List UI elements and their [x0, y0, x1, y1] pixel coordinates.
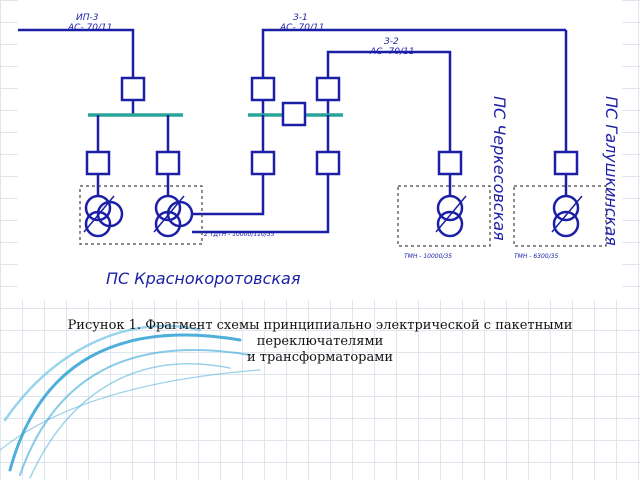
label-cherkesovskaya-transformer: ТМН - 10000/35: [404, 253, 452, 260]
section-switch-box: [281, 101, 307, 127]
switch-box: [120, 76, 146, 102]
swirl-stroke: [19, 349, 251, 476]
label-z2-name: З-2: [384, 37, 399, 47]
line-ip3: [18, 28, 135, 78]
substation-box-galushkinskaya: [513, 185, 607, 247]
swirl-stroke: [8, 333, 242, 472]
switch-box: [85, 150, 111, 176]
transformer-winding: [552, 194, 580, 222]
switch-box: [315, 150, 341, 176]
tap-arrow: [551, 195, 583, 233]
label-substation-main: ПС Краснокоротовская: [106, 269, 301, 288]
tap-arrow: [435, 195, 467, 233]
line-z1: [261, 28, 566, 78]
substation-box-main: [79, 185, 203, 245]
swirl-stroke: [0, 369, 261, 451]
figure-caption: Рисунок 1. Фрагмент схемы принципиально …: [6, 318, 634, 366]
label-z1-cable: АС- 70/11: [279, 23, 325, 33]
tap-arrow: [153, 195, 185, 233]
transformer-winding: [436, 194, 464, 222]
switch-box: [250, 76, 276, 102]
wire: [192, 174, 330, 234]
line-z2: [326, 50, 452, 152]
switch-box: [250, 150, 276, 176]
switch-box: [553, 150, 579, 176]
label-ip3-cable: АС- 70/11: [67, 23, 113, 33]
transformer-winding: [436, 210, 464, 238]
label-substation-galushkinskaya: ПС Галушкинская: [602, 96, 621, 246]
decorative-swirl: [0, 324, 261, 479]
swirl-stroke: [29, 363, 231, 479]
transformer-winding: [96, 200, 124, 228]
transformer-winding: [154, 194, 182, 222]
label-substation-cherkesovskaya: ПС Черкесовская: [490, 96, 509, 241]
electrical-scheme: ИП-3 АС- 70/11 З-1 АС- 70/11 З-2 АС- 70/…: [18, 13, 621, 288]
label-main-transformer: 2 ТДТН - 10000/110/35: [204, 231, 275, 238]
label-z2-cable: АС- 70/11: [369, 47, 415, 57]
swirl-stroke: [3, 324, 202, 422]
wire: [192, 174, 265, 216]
switch-box: [315, 76, 341, 102]
switch-box: [155, 150, 181, 176]
substation-box-cherkesovskaya: [397, 185, 491, 247]
label-z1-name: З-1: [293, 13, 308, 23]
label-galushkinskaya-transformer: ТМН - 6300/35: [514, 253, 558, 260]
caption-line-1: Рисунок 1. Фрагмент схемы принципиально …: [67, 318, 573, 349]
tap-arrow: [83, 195, 115, 233]
switch-box: [437, 150, 463, 176]
label-ip3-name: ИП-3: [76, 13, 99, 23]
transformer-winding: [84, 194, 112, 222]
caption-line-2: и трансформаторами: [246, 350, 394, 365]
scheme-panel: ИП-3 АС- 70/11 З-1 АС- 70/11 З-2 АС- 70/…: [18, 0, 622, 300]
transformer-winding: [552, 210, 580, 238]
